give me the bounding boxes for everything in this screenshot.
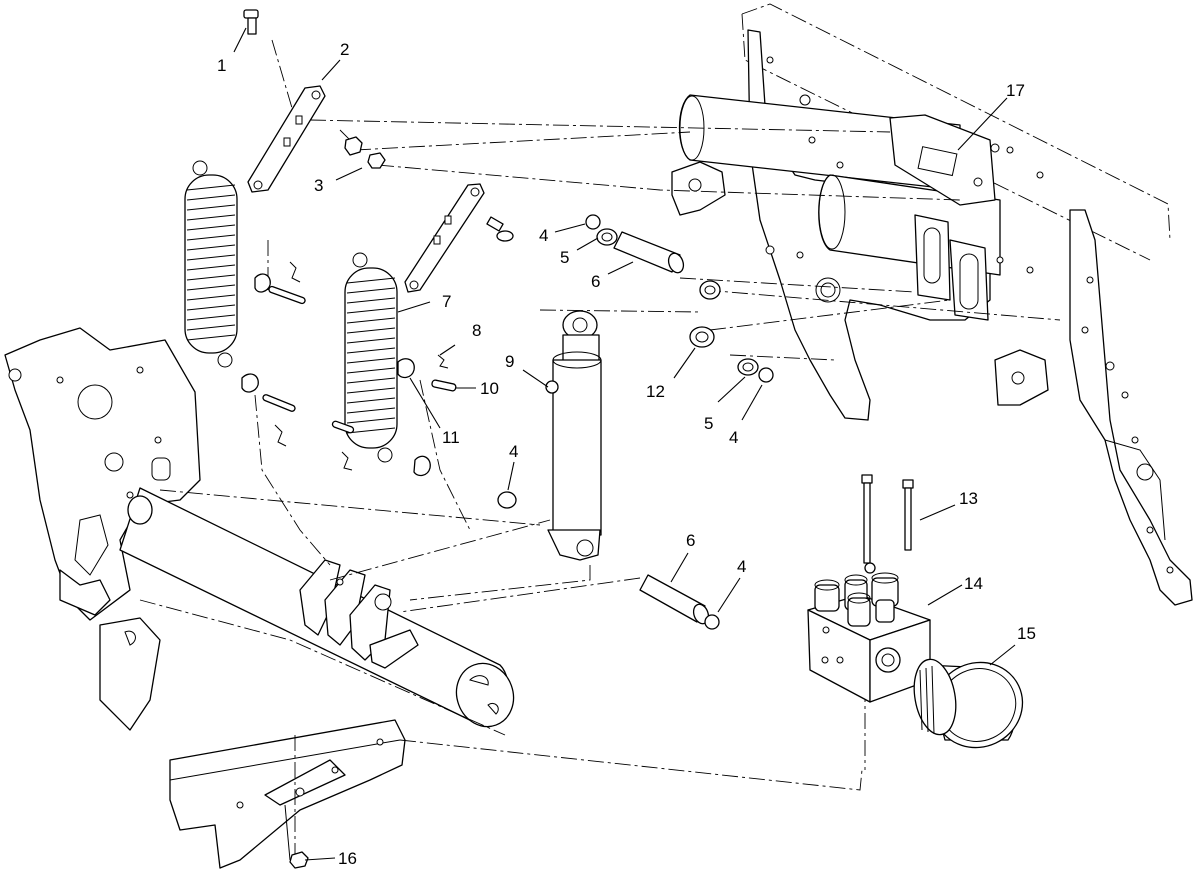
callout-10: 10	[480, 379, 499, 398]
assembly-lines	[139, 39, 1061, 860]
callout-15: 15	[1017, 624, 1036, 643]
callout-4c: 4	[509, 442, 518, 461]
callout-12: 12	[646, 382, 665, 401]
left-side-plate	[4, 327, 201, 731]
extension-spring-left	[184, 160, 238, 368]
leader-lines	[233, 27, 1016, 861]
flange-nut	[289, 851, 309, 869]
bolt	[243, 9, 259, 35]
callout-7: 7	[442, 292, 451, 311]
callout-11: 11	[442, 428, 460, 447]
callout-16: 16	[338, 849, 357, 868]
callout-3: 3	[314, 176, 323, 195]
bottom-bracket	[169, 719, 406, 869]
callout-4b: 4	[729, 428, 738, 447]
callout-2: 2	[340, 40, 349, 59]
extension-spring-right	[344, 252, 398, 463]
callout-5b: 5	[704, 414, 713, 433]
callout-4a: 4	[539, 226, 548, 245]
manifold-bolts	[861, 474, 914, 564]
callout-8: 8	[472, 321, 481, 340]
lower-right-bushing-group	[689, 326, 774, 383]
callout-17: 17	[1006, 81, 1025, 100]
callout-14: 14	[964, 574, 983, 593]
nut-pair	[344, 136, 386, 169]
callout-5a: 5	[560, 248, 569, 267]
callout-6b: 6	[686, 531, 695, 550]
callout-13: 13	[959, 489, 978, 508]
callout-4d: 4	[737, 557, 746, 576]
link-plate-lower	[404, 183, 514, 293]
upper-pin-group	[585, 214, 721, 300]
callout-1: 1	[217, 56, 226, 75]
link-plate-upper	[247, 85, 326, 193]
valve-manifold	[807, 562, 931, 703]
callout-9: 9	[505, 352, 514, 371]
main-frame	[671, 3, 1193, 606]
center-tube	[119, 487, 515, 728]
callout-numbers: 1 2 3 4 5 6 7 8 9 10 11 12 5 4 4 6 4 13 …	[217, 40, 1036, 868]
oil-filter	[913, 658, 1024, 749]
callout-6a: 6	[591, 272, 600, 291]
lower-pin-group	[497, 491, 720, 630]
hydraulic-cylinder	[545, 310, 602, 561]
pins-and-shackles	[241, 261, 457, 477]
